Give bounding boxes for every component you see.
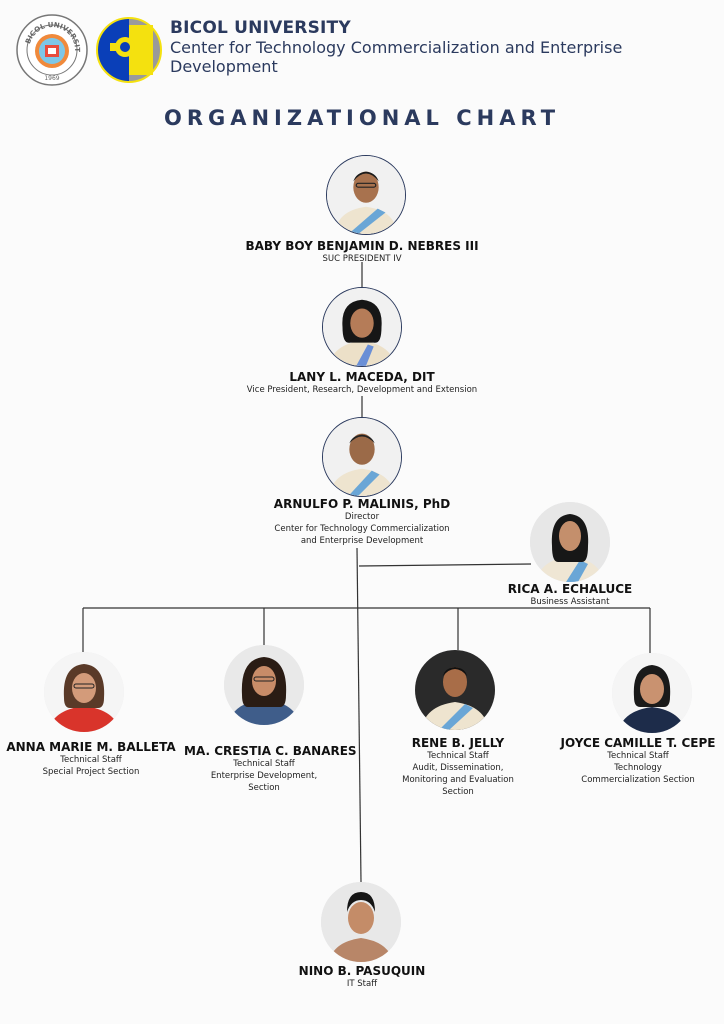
balleta-card: ANNA MARIE M. BALLETA Technical Staff Sp… <box>4 740 178 778</box>
person-role: Vice President, Research, Development an… <box>246 385 478 395</box>
person-role: Audit, Dissemination, <box>412 763 504 773</box>
person-role: Center for Technology Commercialization <box>274 524 450 534</box>
person-role: Technical Staff <box>427 751 489 761</box>
person-name: LANY L. MACEDA, DIT <box>289 370 435 384</box>
cepe-card: JOYCE CAMILLE T. CEPE Technical Staff Te… <box>556 736 720 786</box>
person-role: Section <box>248 783 280 793</box>
person-name: JOYCE CAMILLE T. CEPE <box>560 736 716 750</box>
person-role: Technical Staff <box>233 759 295 769</box>
person-name: ARNULFO P. MALINIS, PhD <box>273 497 451 511</box>
banares-photo <box>224 645 304 725</box>
director-photo <box>322 417 402 497</box>
person-name: ANNA MARIE M. BALLETA <box>6 740 176 754</box>
person-name: NINO B. PASUQUIN <box>298 964 426 978</box>
person-role: Special Project Section <box>42 767 140 777</box>
person-role: Director <box>344 512 380 522</box>
person-name: BABY BOY BENJAMIN D. NEBRES III <box>245 239 479 253</box>
ctced-logo-icon <box>96 17 162 83</box>
person-name: MA. CRESTIA C. BANARES <box>184 744 357 758</box>
banares-card: MA. CRESTIA C. BANARES Technical Staff E… <box>184 744 357 794</box>
person-role: IT Staff <box>346 979 378 989</box>
person-name: RENE B. JELLY <box>411 736 505 750</box>
svg-text:1969: 1969 <box>44 75 59 82</box>
cepe-photo <box>612 653 692 733</box>
person-role: Technical Staff <box>607 751 669 761</box>
person-role: and Enterprise Development <box>300 536 424 546</box>
person-role: Enterprise Development, <box>210 771 318 781</box>
center-name: Center for Technology Commercialization … <box>170 38 623 76</box>
person-role: Commercialization Section <box>581 775 695 785</box>
person-name: RICA A. ECHALUCE <box>507 582 633 596</box>
pasuquin-photo <box>321 882 401 962</box>
vp-card: LANY L. MACEDA, DIT Vice President, Rese… <box>212 370 512 396</box>
line-director-assistant <box>358 563 532 567</box>
line-director-it <box>356 547 362 883</box>
person-role: Technology <box>614 763 662 773</box>
university-name: BICOL UNIVERSITY <box>170 18 351 38</box>
assistant-card: RICA A. ECHALUCE Business Assistant <box>480 582 660 608</box>
page-title: ORGANIZATIONAL CHART <box>163 106 561 130</box>
president-card: BABY BOY BENJAMIN D. NEBRES III SUC PRES… <box>232 239 492 265</box>
bicol-university-seal-icon: BICOL UNIVERSITY 1969 <box>12 8 88 86</box>
person-role: Technical Staff <box>60 755 122 765</box>
vp-photo <box>322 287 402 367</box>
person-role: Business Assistant <box>530 597 610 607</box>
balleta-photo <box>44 652 124 732</box>
person-role: Monitoring and Evaluation <box>402 775 514 785</box>
director-card: ARNULFO P. MALINIS, PhD Director Center … <box>222 497 502 547</box>
jelly-photo <box>415 650 495 730</box>
jelly-card: RENE B. JELLY Technical Staff Audit, Dis… <box>380 736 536 798</box>
person-role: SUC PRESIDENT IV <box>322 254 402 264</box>
pasuquin-card: NINO B. PASUQUIN IT Staff <box>262 964 462 990</box>
president-photo <box>326 155 406 235</box>
person-role: Section <box>442 787 474 797</box>
assistant-photo <box>530 502 610 582</box>
